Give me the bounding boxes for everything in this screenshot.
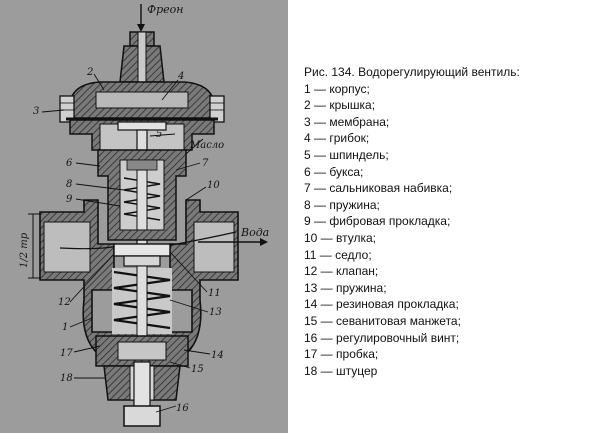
- parts-list: 1 — корпус; 2 — крышка; 3 — мембрана; 4 …: [304, 81, 594, 380]
- part-number: 15: [191, 364, 204, 375]
- part-number: 1: [62, 322, 68, 333]
- part-entry: 4 — грибок;: [304, 131, 370, 146]
- spring-lower: [112, 265, 172, 337]
- part-entry: 8 — пружина;: [304, 197, 380, 212]
- part-entry: 3 — мембрана;: [304, 114, 390, 129]
- part-number: 5: [156, 129, 162, 140]
- part-number: 16: [176, 403, 189, 414]
- caption-title: Рис. 134. Водорегулирующий вентиль:: [304, 65, 520, 79]
- freon-inlet-arrow: [137, 4, 145, 32]
- leader-lines: [41, 73, 211, 413]
- part-number: 7: [202, 158, 209, 169]
- part-number: 12: [58, 297, 71, 308]
- water-outlet-arrow: [198, 238, 268, 246]
- part-entry: 11 — седло;: [304, 247, 372, 262]
- valve-seat: [113, 243, 171, 267]
- part-entry: 10 — втулка;: [304, 230, 377, 245]
- part-number: 10: [207, 180, 220, 191]
- water-label: Вода: [240, 226, 269, 239]
- part-number: 9: [66, 194, 73, 205]
- top-fitting: [119, 31, 165, 85]
- part-entry: 17 — пробка;: [304, 347, 379, 362]
- adjusting-screw: [123, 361, 161, 427]
- pipe-size-label: 1/2 тр: [19, 232, 30, 268]
- part-number: 6: [66, 158, 73, 169]
- valve-cross-section: Фреон Масло Вода 1/2 тр 3 2 4 5 6 7 8 9 …: [19, 3, 269, 427]
- part-entry: 7 — сальниковая набивка;: [304, 181, 453, 196]
- part-number: 17: [60, 348, 73, 359]
- freon-label: Фреон: [147, 3, 184, 16]
- part-entry: 15 — севанитовая манжета;: [304, 313, 461, 328]
- cover-bolts: [59, 95, 225, 123]
- part-entry: 13 — пружина;: [304, 280, 387, 295]
- part-entry: 12 — клапан;: [304, 264, 379, 279]
- part-entry: 1 — корпус;: [304, 81, 370, 96]
- part-number: 11: [208, 288, 221, 299]
- part-number: 4: [177, 71, 184, 82]
- part-entry: 16 — регулировочный винт;: [304, 330, 460, 345]
- water-passage: [43, 221, 237, 273]
- part-number: 3: [33, 106, 39, 117]
- part-number: 2: [86, 67, 93, 78]
- part-entry: 18 — штуцер: [304, 363, 378, 378]
- part-number: 13: [209, 307, 222, 318]
- part-number: 8: [66, 179, 72, 190]
- figure-caption: Рис. 134. Водорегулирующий вентиль: 1 — …: [304, 64, 594, 379]
- part-numbers: 3 2 4 5 6 7 8 9 10 11 12 13 1 17 14 15 1…: [33, 67, 224, 414]
- part-entry: 2 — крышка;: [304, 98, 376, 113]
- dimension-line: [28, 213, 40, 279]
- part-number: 14: [211, 350, 224, 361]
- valve-drawing: Фреон Масло Вода 1/2 тр 3 2 4 5 6 7 8 9 …: [0, 0, 288, 433]
- part-entry: 6 — букса;: [304, 164, 364, 179]
- part-entry: 14 — резиновая прокладка;: [304, 297, 459, 312]
- part-entry: 5 — шпиндель;: [304, 147, 389, 162]
- part-entry: 9 — фибровая прокладка;: [304, 214, 451, 229]
- part-number: 18: [60, 373, 73, 384]
- oil-label: Масло: [189, 140, 224, 151]
